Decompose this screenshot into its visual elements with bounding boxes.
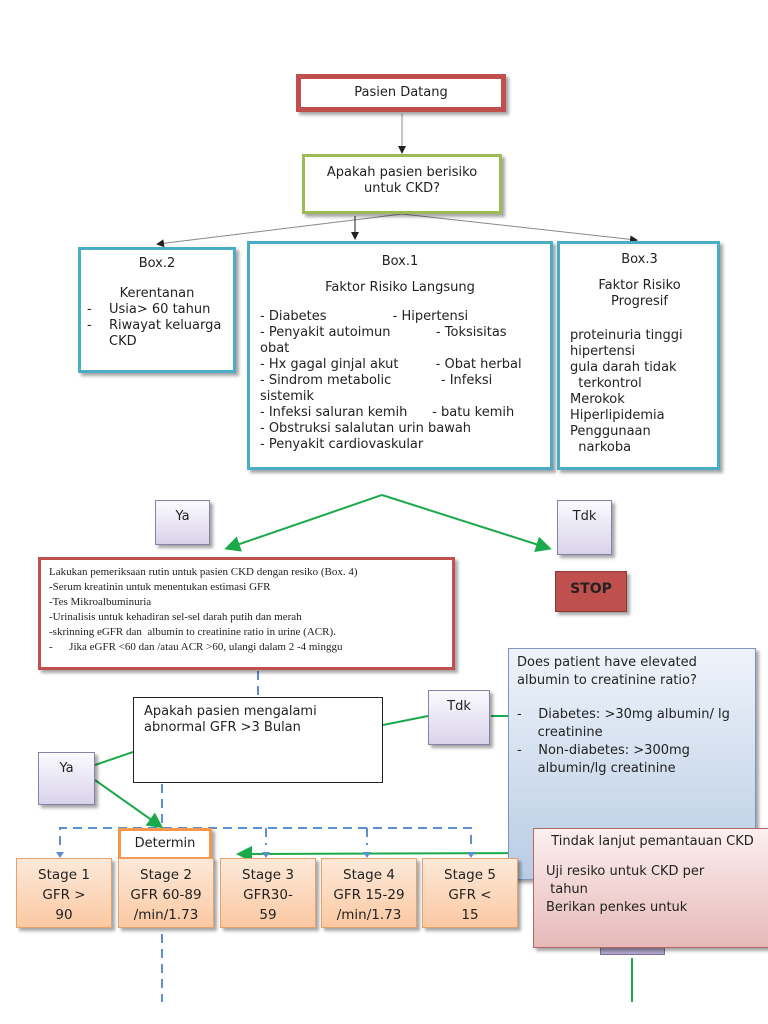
start-box: Pasien Datang [296, 74, 506, 112]
list-line: -Serum kreatinin untuk menentukan estima… [49, 581, 271, 593]
box1-title: Box.1 [381, 254, 419, 269]
list-line: Lakukan pemeriksaan rutin untuk pasien C… [49, 566, 358, 578]
stage-l1: GFR 60-89 [130, 887, 202, 903]
stage-l2: /min/1.73 [336, 907, 402, 923]
stage-l2: 59 [259, 907, 277, 923]
stage-name: Stage 1 [38, 867, 90, 883]
stage-box-1: Stage 1 GFR > 90 [16, 858, 112, 928]
yes-box-1: Ya [155, 500, 210, 545]
list-line: - Penyakit cardiovaskular [260, 437, 424, 452]
list-line: sistemik [260, 389, 315, 404]
stage-l1: GFR < [448, 887, 492, 903]
box2: Box.2 Kerentanan -Usia> 60 tahun -Riwaya… [78, 247, 236, 373]
stage-box-4: Stage 4 GFR 15-29/min/1.73 [321, 858, 417, 928]
determine-label: Determin [134, 836, 196, 851]
list-line: Uji resiko untuk CKD per [546, 864, 705, 879]
risk-question-box: Apakah pasien berisiko untuk CKD? [302, 154, 502, 214]
no-label: Tdk [447, 699, 471, 714]
stop-label: STOP [570, 581, 612, 597]
stop-box: STOP [555, 571, 627, 612]
list-line: - Hx gagal ginjal akut - Obat herbal [260, 357, 522, 372]
stage-box-5: Stage 5 GFR < 15 [422, 858, 518, 928]
list-line: -skrinning eGFR dan albumin to creatinin… [49, 626, 336, 638]
start-label: Pasien Datang [354, 85, 448, 100]
gfr-question-box: Apakah pasien mengalami abnormal GFR >3 … [133, 697, 383, 783]
box2-item: -Usia> 60 tahun [87, 302, 211, 317]
followup-title: Tindak lanjut pemantauan CKD [551, 834, 754, 849]
no-label: Tdk [572, 509, 597, 524]
list-line: - Non-diabetes: >300mg [517, 743, 690, 758]
box2-subtitle: Kerentanan [119, 286, 195, 301]
no-box-2: Tdk [428, 690, 490, 745]
box1-subtitle: Faktor Risiko Langsung [325, 280, 475, 295]
list-line: narkoba [570, 440, 632, 455]
box3-subtitle: Faktor Risiko Progresif [598, 278, 681, 309]
stage-name: Stage 5 [444, 867, 496, 883]
risk-question-label: Apakah pasien berisiko untuk CKD? [326, 165, 478, 196]
no-box-1: Tdk [557, 500, 612, 555]
box1: Box.1 Faktor Risiko Langsung - Diabetes … [247, 241, 553, 470]
list-line: Hiperlipidemia [570, 408, 665, 423]
list-line: tahun [546, 882, 588, 897]
acr-title: Does patient have elevated albumin to cr… [517, 655, 697, 688]
list-line: terkontrol [570, 376, 642, 391]
yes-box-2: Ya [38, 752, 95, 805]
stage-l2: 90 [55, 907, 73, 923]
list-line: - Diabetes - Hipertensi [260, 309, 469, 324]
stage-l1: GFR 15-29 [333, 887, 405, 903]
stage-name: Stage 2 [140, 867, 192, 883]
box3-title: Box.3 [621, 252, 658, 267]
list-line: - Jika eGFR <60 dan /atau ACR >60, ulang… [49, 641, 343, 653]
list-line: - Diabetes: >30mg albumin/ lg [517, 707, 730, 722]
list-line: proteinuria tinggi [570, 328, 683, 343]
list-line: gula darah tidak [570, 360, 677, 375]
yes-label: Ya [175, 509, 190, 524]
followup-box: Tindak lanjut pemantauan CKD Uji resiko … [533, 828, 768, 948]
list-line: - Sindrom metabolic - Infeksi [260, 373, 493, 388]
list-line: hipertensi [570, 344, 636, 359]
list-line: - Infeksi saluran kemih - batu kemih [260, 405, 515, 420]
list-line: -Tes Mikroalbuminuria [49, 596, 152, 608]
stage-box-2: Stage 2 GFR 60-89/min/1.73 [118, 858, 214, 928]
box1-list: - Diabetes - Hipertensi- Penyakit autoim… [260, 309, 540, 453]
gfr-question-label: Apakah pasien mengalami abnormal GFR >3 … [144, 704, 317, 735]
stage-name: Stage 3 [242, 867, 294, 883]
determine-box: Determin [118, 828, 212, 860]
stage-l1: GFR30- [243, 887, 293, 903]
stage-box-3: Stage 3 GFR30- 59 [220, 858, 316, 928]
stage-l2: 15 [461, 907, 479, 923]
list-line: - Obstruksi salalutan urin bawah [260, 421, 472, 436]
routine-exam-box: Lakukan pemeriksaan rutin untuk pasien C… [38, 557, 455, 670]
list-line: albumin/lg creatinine [517, 761, 676, 776]
box3: Box.3 Faktor Risiko Progresif proteinuri… [557, 241, 720, 470]
list-line: obat [260, 341, 290, 356]
list-line: Penggunaan [570, 424, 651, 439]
list-line: creatinine [517, 725, 603, 740]
box2-item: -Riwayat keluarga CKD [87, 318, 222, 349]
stage-l2: /min/1.73 [133, 907, 199, 923]
stage-name: Stage 4 [343, 867, 395, 883]
box2-title: Box.2 [138, 256, 176, 271]
list-line: - Penyakit autoimun - Toksisitas [260, 325, 507, 340]
list-line: -Urinalisis untuk kehadiran sel-sel dara… [49, 611, 302, 623]
yes-label: Ya [59, 761, 74, 776]
list-line: Berikan penkes untuk [546, 900, 688, 915]
stage-l1: GFR > [42, 887, 86, 903]
acr-list: - Diabetes: >30mg albumin/ lg creatinine… [517, 706, 747, 778]
list-line: Merokok [570, 392, 625, 407]
